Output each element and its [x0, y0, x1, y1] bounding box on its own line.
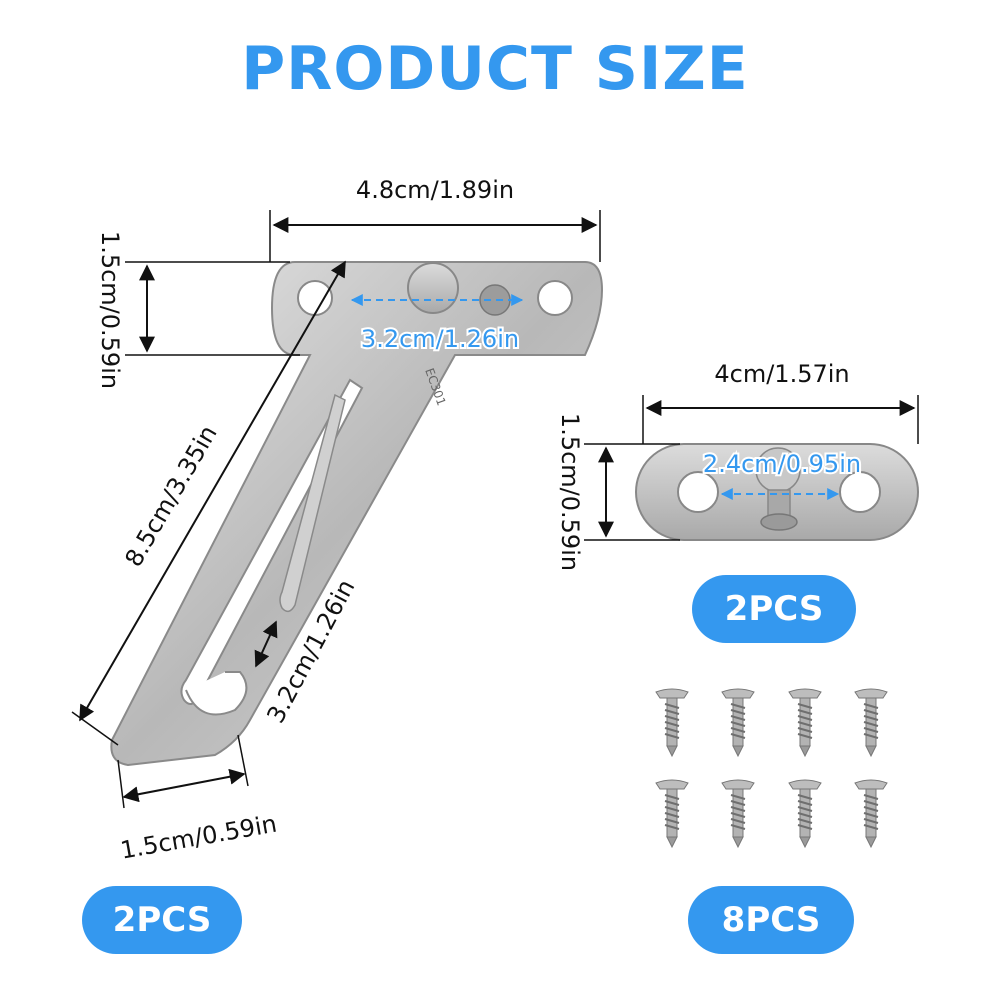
bracket-quantity-badge: 2PCS	[82, 886, 242, 954]
slot-gap-dimension	[254, 620, 278, 668]
main-length-label: 8.5cm/3.35in	[119, 421, 222, 572]
main-hole-spacing-label: 3.2cm/1.26in	[361, 325, 519, 353]
main-bracket	[110, 261, 604, 767]
plate-quantity-badge: 2PCS	[692, 575, 856, 643]
plate-height-label: 1.5cm/0.59in	[556, 413, 584, 571]
screw-icon	[788, 688, 822, 757]
main-length-dimension	[71, 260, 346, 746]
tip-width-label: 1.5cm/0.59in	[118, 810, 279, 865]
plate-height-dimension	[584, 443, 680, 541]
main-width-dimension	[269, 210, 601, 262]
screw-icon	[721, 779, 755, 848]
page-title: PRODUCT SIZE	[241, 34, 749, 104]
screw-icon	[655, 688, 689, 757]
screw-quantity-badge: 8PCS	[688, 886, 854, 954]
screw-icon	[854, 688, 888, 757]
screw-icon	[788, 779, 822, 848]
plate-hole-spacing-label: 2.4cm/0.95in	[703, 450, 861, 478]
screw-icon	[854, 779, 888, 848]
tip-width-dimension	[117, 734, 249, 809]
main-height-label: 1.5cm/0.59in	[96, 231, 124, 389]
plate-width-label: 4cm/1.57in	[714, 360, 849, 388]
main-width-label: 4.8cm/1.89in	[356, 176, 514, 204]
screws-group	[655, 688, 888, 848]
screw-icon	[721, 688, 755, 757]
screw-icon	[655, 779, 689, 848]
plate-width-dimension	[642, 395, 919, 444]
